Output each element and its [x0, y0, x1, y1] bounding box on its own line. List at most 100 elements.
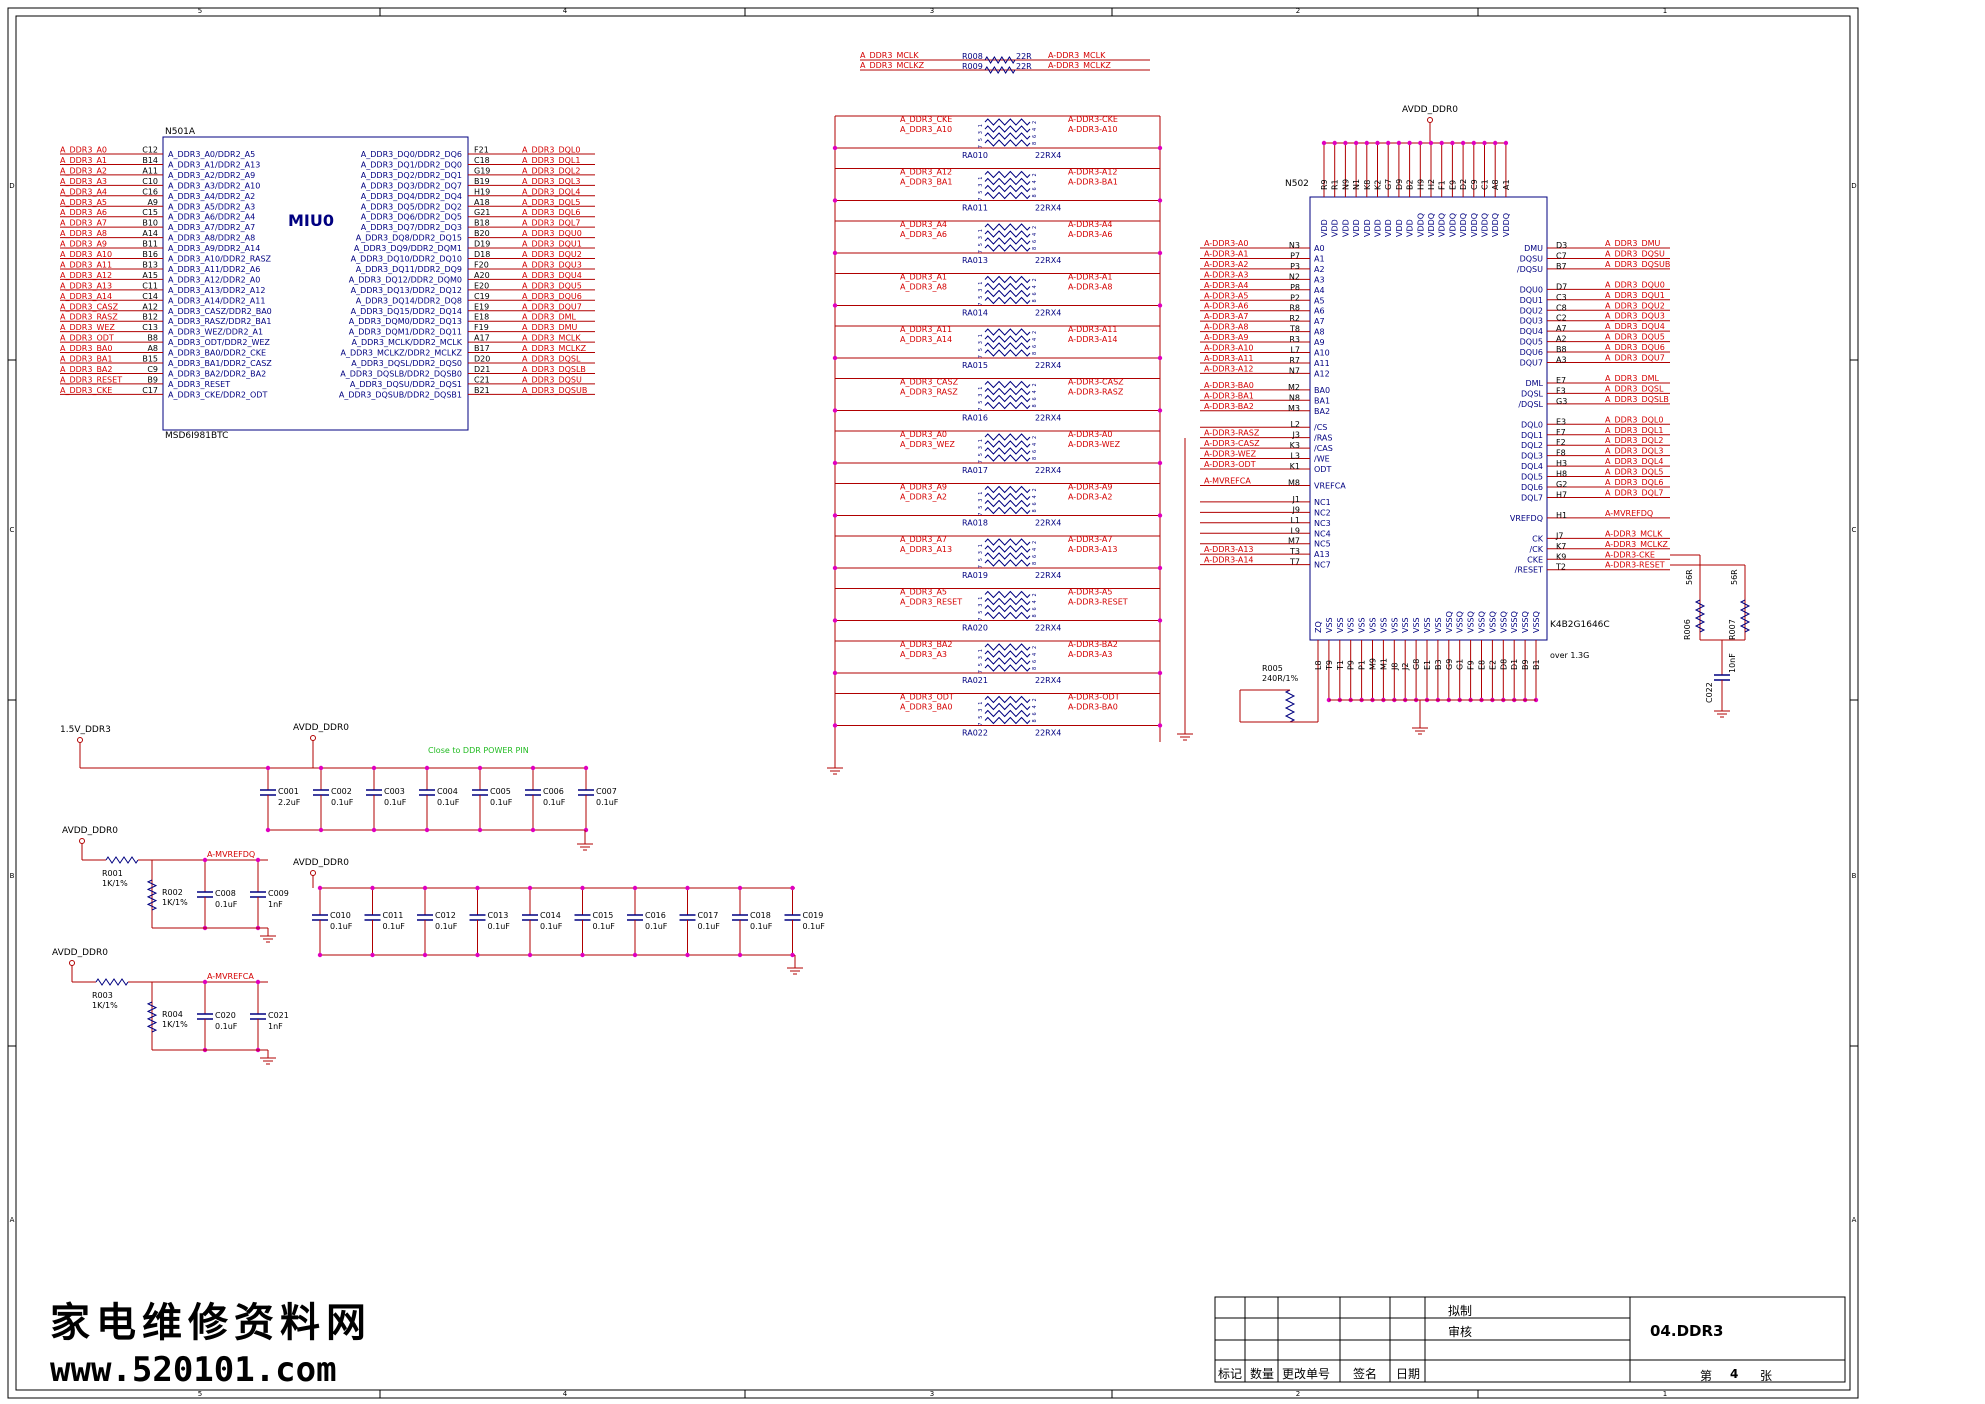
- n502-left-pinname: ODT: [1314, 465, 1331, 474]
- rpack-out-net: A-DDR3-WEZ: [1068, 440, 1121, 449]
- n502-top-pinname: VDDQ: [1427, 213, 1436, 237]
- n502-supply: AVDD_DDR0: [1402, 105, 1458, 115]
- n501-right-ball: B18: [474, 219, 490, 228]
- n502-right-pinname: DQU4: [1520, 327, 1543, 336]
- n502-left-net: A-DDR3-A12: [1204, 364, 1254, 373]
- zone-row-left: B: [10, 872, 15, 880]
- n501-left-ball: B10: [142, 219, 158, 228]
- n502-bot-pinname: VSSQ: [1488, 611, 1497, 633]
- n502-right-ball: H1: [1556, 511, 1567, 520]
- clk-res-ref: R009: [962, 62, 983, 71]
- n502-bot-ball: E1: [1423, 660, 1432, 670]
- rpack-pin-num: 7: [978, 355, 984, 358]
- clk-res-val: 22R: [1016, 62, 1032, 71]
- n502-left-pinname: NC2: [1314, 508, 1331, 517]
- cap-val: 0.1uF: [543, 798, 566, 807]
- n502-left-ball: K1: [1290, 462, 1300, 471]
- n502-body: [1309, 196, 1548, 641]
- n501-title: MIU0: [288, 211, 334, 230]
- rpack-out-net: A-DDR3-A0: [1068, 430, 1112, 439]
- n501-left-pinname: A_DDR3_RESET: [168, 380, 230, 389]
- junction-dot: [1157, 670, 1163, 676]
- resistor-zigzag: [984, 597, 1031, 606]
- n502-right-pinname: /DQSU: [1517, 265, 1543, 274]
- n501-left-ball: A8: [147, 344, 158, 353]
- n502-left-pinname: A0: [1314, 244, 1325, 253]
- n502-top-pinname: VDDQ: [1416, 213, 1425, 237]
- n502-left-ball: M2: [1288, 383, 1300, 392]
- resistor-zigzag: [984, 191, 1031, 200]
- resistor-zigzag: [984, 118, 1031, 126]
- n502-bot-ball: E2: [1488, 660, 1497, 670]
- junction-dot: [1157, 303, 1163, 308]
- resistor-zigzag: [984, 66, 1016, 74]
- n502-top-ball: N1: [1352, 179, 1361, 190]
- n502-left-ball: J1: [1292, 495, 1300, 504]
- rpack-ref: RA014: [962, 309, 988, 318]
- rpack-val: 22RX4: [1035, 414, 1061, 423]
- resistor-zigzag: [984, 485, 1031, 494]
- junction-dot: [371, 765, 377, 771]
- n502-right-ball: F7: [1556, 428, 1566, 437]
- resistor-vertical: [1739, 599, 1751, 633]
- n502-top-pinname: VDD: [1352, 219, 1361, 237]
- junction-dot: [1332, 140, 1337, 146]
- tb-sheet-pre: 第: [1700, 1369, 1713, 1383]
- n501-right-pinname: A_DDR3_DQ13/DDR2_DQ12: [351, 286, 462, 295]
- rpack-pin-num: 3: [978, 289, 984, 292]
- rpack-out-net: A-DDR3-A10: [1068, 125, 1118, 134]
- n501-left-pinname: A_DDR3_BA1/DDR2_CASZ: [168, 359, 272, 368]
- cap-ref: C015: [593, 911, 614, 920]
- rpack-pin-num: 3: [978, 499, 984, 502]
- n501-right-ball: E19: [474, 302, 489, 311]
- junction-dot: [832, 145, 838, 151]
- cap-val: 0.1uF: [593, 922, 616, 931]
- rpack-in-net: A_DDR3_CASZ: [900, 378, 959, 387]
- rpack-pin-num: 8: [1032, 404, 1038, 407]
- n502-left-net: A-DDR3-A5: [1204, 291, 1248, 300]
- n502-top-ball: C9: [1470, 179, 1479, 190]
- n501-left-net: A_DDR3_BA2: [60, 365, 113, 374]
- resistor-zigzag: [984, 552, 1031, 560]
- cap-ref: C005: [490, 787, 511, 796]
- n502-bot-pinname: ZQ: [1314, 621, 1323, 633]
- resistor-zigzag: [984, 380, 1031, 389]
- n502-right-ball: T2: [1555, 563, 1566, 572]
- rpack-pin-num: 5: [978, 138, 984, 141]
- rpack-pin-num: 5: [978, 663, 984, 666]
- n502-left-ball: J9: [1292, 505, 1300, 514]
- n501-right-net: A_DDR3_DQL2: [522, 166, 580, 175]
- n502-right-ball: C3: [1556, 293, 1567, 302]
- junction-dot: [202, 979, 208, 985]
- rpack-out-net: A-DDR3-A7: [1068, 535, 1112, 544]
- junction-dot: [832, 460, 838, 466]
- zq-val: 240R/1%: [1262, 674, 1299, 683]
- rpack-pin-num: 2: [1032, 173, 1038, 176]
- junction-dot: [530, 827, 536, 833]
- rpack-pin-num: 6: [1032, 712, 1038, 715]
- rpack-pin-num: 7: [978, 723, 984, 726]
- cap-val: 1nF: [268, 1022, 283, 1031]
- watermark-cn: 家电维修资料网: [50, 1299, 372, 1346]
- rpack-pin-num: 6: [1032, 450, 1038, 453]
- n502-top-pinname: VDD: [1341, 219, 1350, 237]
- decouple-note: Close to DDR POWER PIN: [428, 746, 529, 755]
- n501-left-pinname: A_DDR3_A4/DDR2_A2: [168, 192, 255, 201]
- rpack-pin-num: 6: [1032, 555, 1038, 558]
- rpack-ref: RA021: [962, 676, 988, 685]
- cap-ref: C017: [698, 911, 719, 920]
- n501-right-net: A_DDR3_DQL6: [522, 208, 580, 217]
- n501-left-ball: C13: [142, 323, 158, 332]
- n502-right-pinname: CKE: [1527, 555, 1543, 564]
- rpack-pin-num: 5: [978, 401, 984, 404]
- rpack-in-net: A_DDR3_ODT: [900, 693, 954, 702]
- cap-ref: C016: [645, 911, 666, 920]
- n501-left-net: A_DDR3_A11: [60, 260, 112, 269]
- resistor-zigzag: [984, 244, 1031, 252]
- n501-left-ball: B12: [142, 313, 158, 322]
- junction-dot: [424, 765, 430, 771]
- cap-ref: C007: [596, 787, 617, 796]
- n501-left-pinname: A_DDR3_CASZ/DDR2_BA0: [168, 307, 272, 316]
- n501-left-net: A_DDR3_A3: [60, 177, 107, 186]
- n502-bot-pinname: VSS: [1401, 617, 1410, 633]
